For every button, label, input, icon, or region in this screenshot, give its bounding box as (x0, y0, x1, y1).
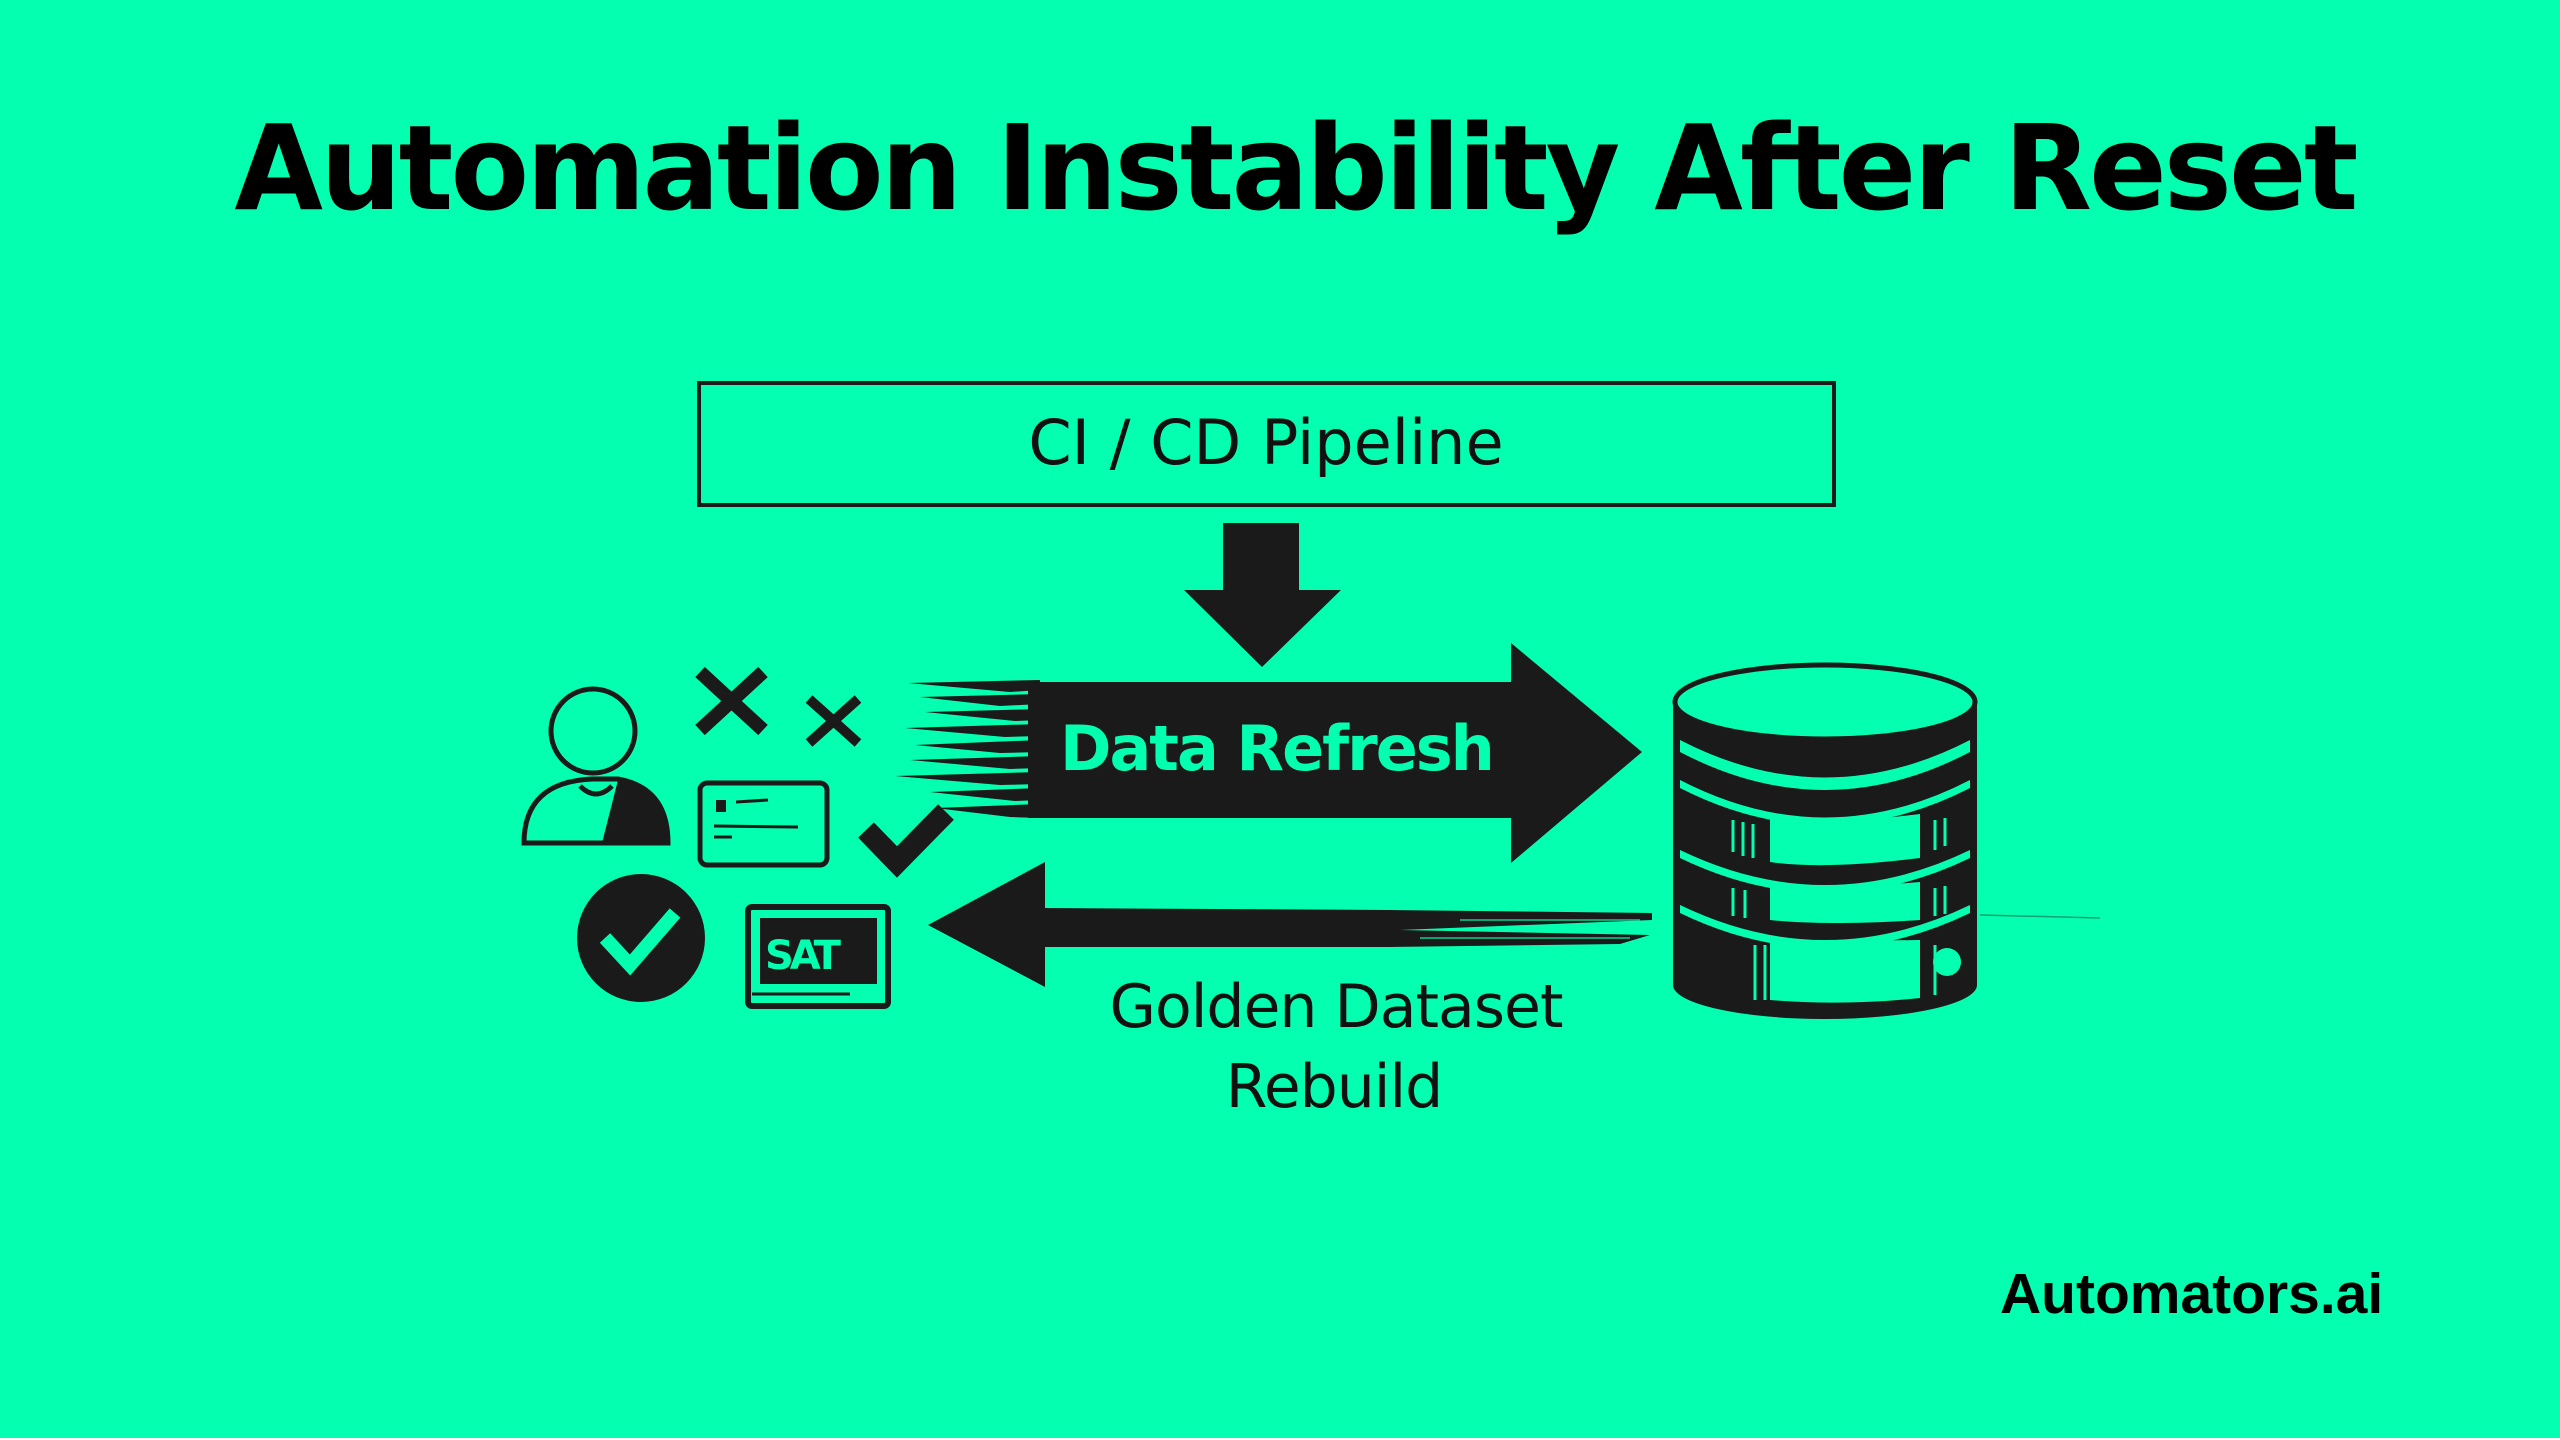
x-mark-icon (695, 666, 768, 736)
test-screen-icon: SAT (745, 904, 891, 1009)
data-refresh-label: Data Refresh (1060, 712, 1493, 785)
checkmark-icon (858, 804, 954, 878)
golden-dataset-label: Golden Dataset (1110, 972, 1563, 1042)
id-card-icon (697, 780, 830, 868)
page-title: Automation Instability After Reset (234, 99, 2358, 237)
pipeline-label: CI / CD Pipeline (1028, 406, 1503, 479)
check-circle-icon (577, 874, 705, 1002)
rebuild-label: Rebuild (1226, 1052, 1442, 1122)
x-mark-small-icon (805, 695, 862, 747)
user-icon (521, 686, 671, 846)
brand-logo-text: Automators.ai (2000, 1262, 2384, 1326)
test-screen-label: SAT (765, 933, 842, 979)
database-icon (1672, 662, 2101, 1019)
motion-streaks (895, 680, 1040, 818)
data-refresh-arrow: Data Refresh (895, 643, 1642, 863)
golden-dataset-arrow: Golden Dataset Rebuild (928, 862, 1652, 1122)
pipeline-box: CI / CD Pipeline (697, 381, 1836, 507)
arrow-down-icon (1184, 523, 1341, 667)
